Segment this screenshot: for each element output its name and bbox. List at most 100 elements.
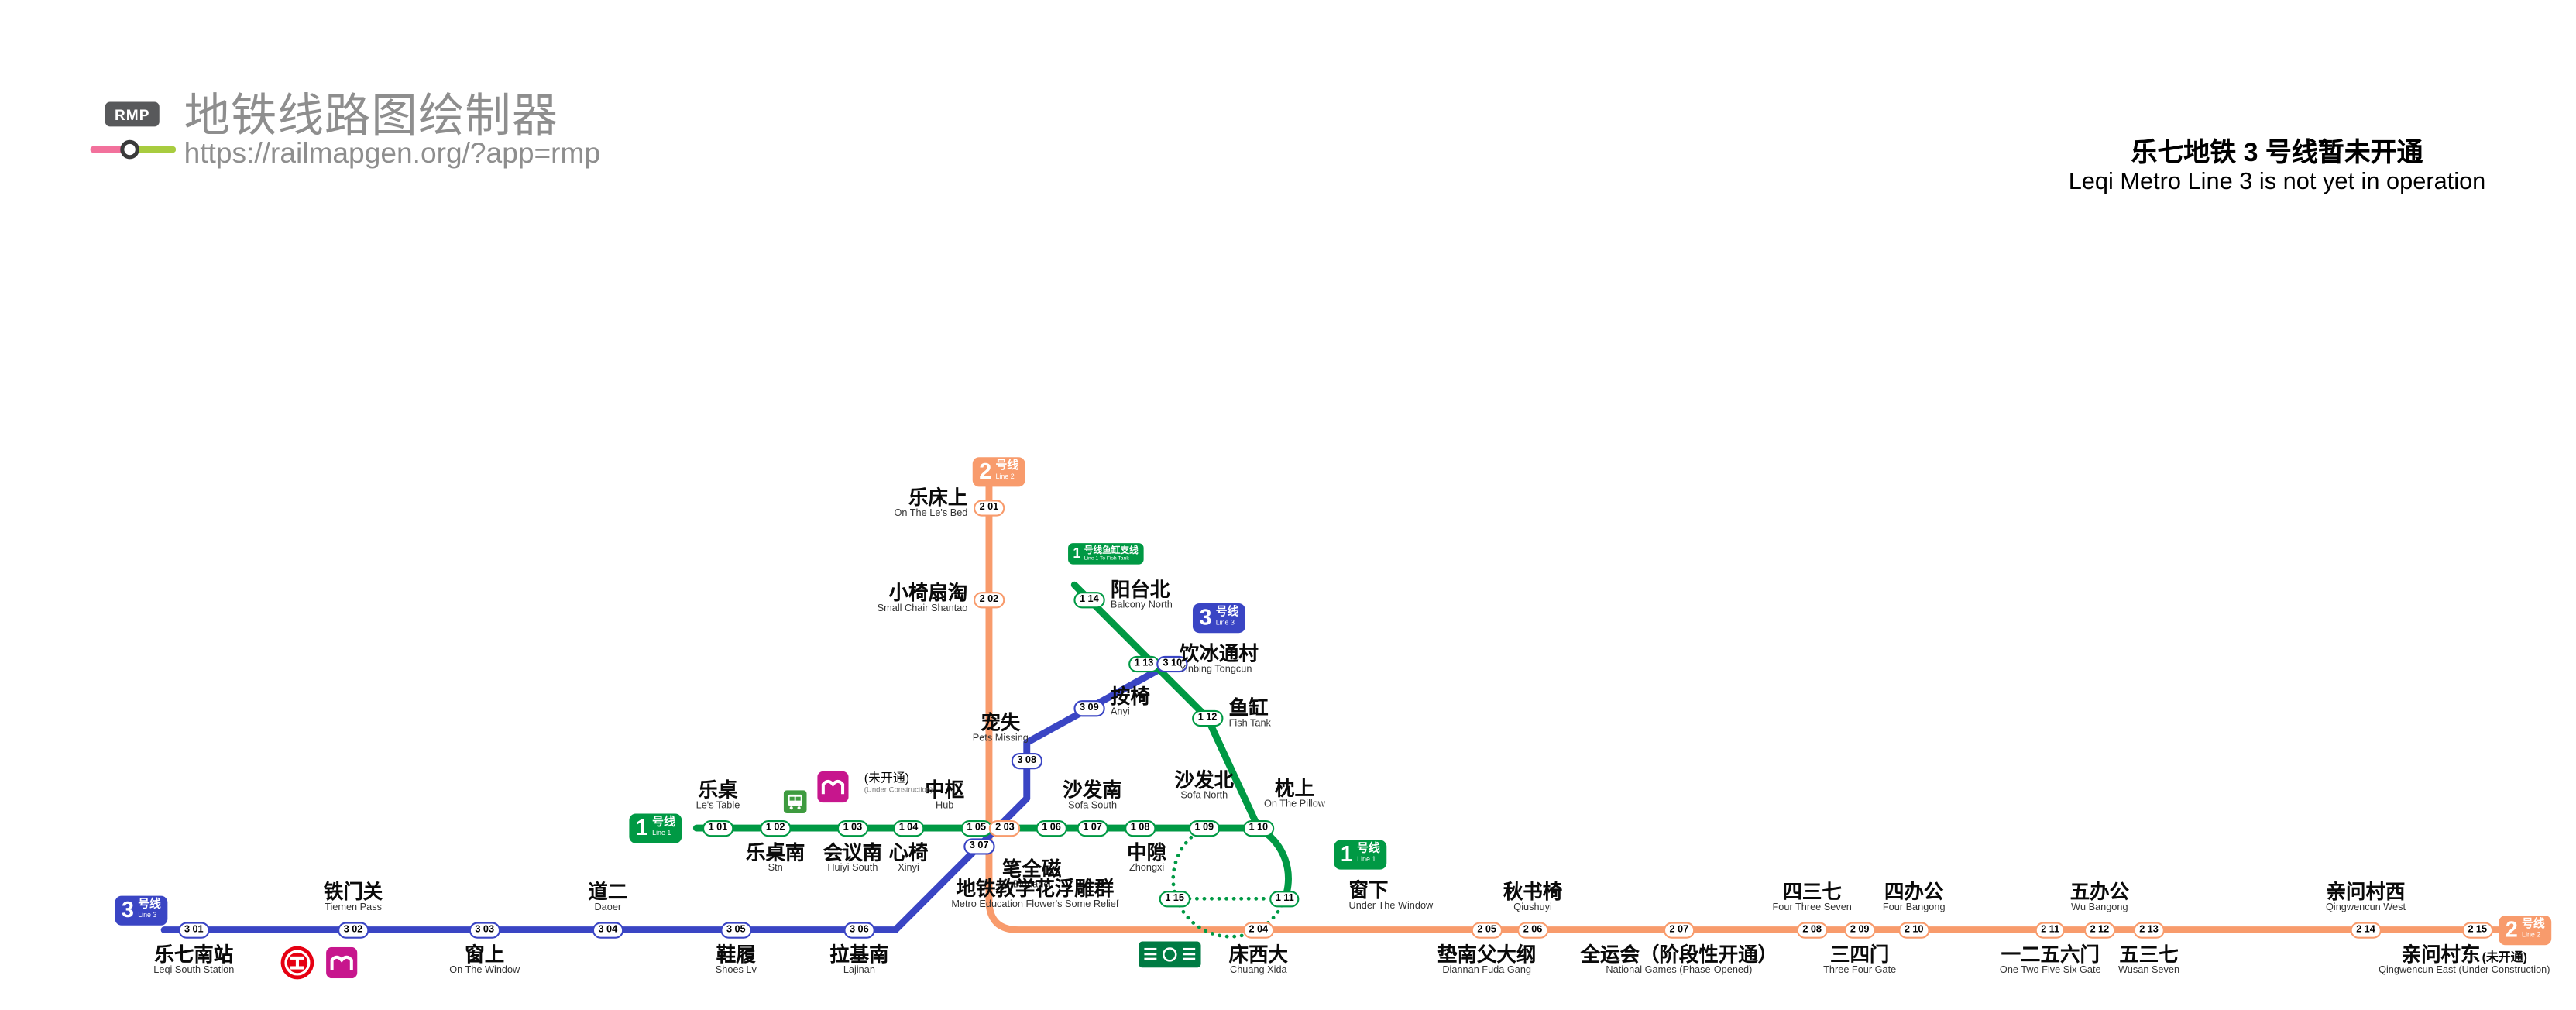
railway-station-icon[interactable] [280, 946, 315, 981]
line-1-segment-4[interactable] [1171, 826, 1287, 939]
relief-logo-icon[interactable] [1138, 941, 1201, 968]
line-2-segment-1[interactable] [985, 481, 2547, 934]
metro-logo-icon[interactable] [817, 771, 849, 803]
bus-logo-icon[interactable] [783, 790, 807, 813]
app-url[interactable]: https://railmapgen.org/?app=rmp [184, 136, 601, 170]
metro-logo-icon[interactable] [326, 946, 358, 979]
line-3-segment-1[interactable] [160, 660, 1173, 934]
